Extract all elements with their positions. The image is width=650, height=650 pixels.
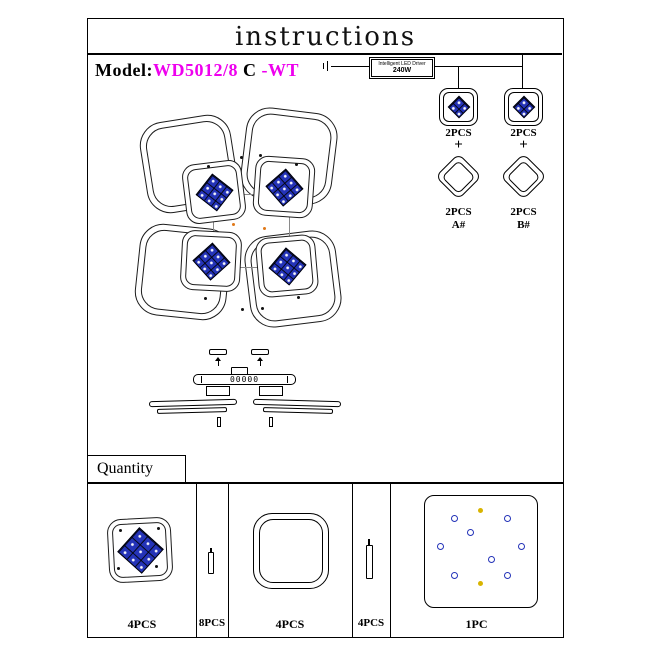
- diamond-a-code: A#: [451, 219, 466, 231]
- mounting-hole-icon: [488, 556, 495, 563]
- driver-name: Intelligent LED Driver: [378, 61, 426, 67]
- lamp-module-icon-a: [439, 88, 478, 126]
- screw-dot-icon: [204, 297, 207, 300]
- connector-line: [289, 194, 290, 268]
- crystal-icon: [191, 241, 231, 281]
- table-divider: [196, 483, 197, 638]
- driver-box-icon: Intelligent LED Driver 240W: [369, 57, 435, 79]
- screw-dot-icon: [240, 156, 243, 159]
- mount-bracket-icon: [251, 349, 269, 355]
- crystal-icon: [267, 246, 307, 286]
- page-title: instructions: [234, 22, 417, 52]
- model-line: Model:WD5012/8 C -WT: [95, 60, 299, 81]
- model-code: WD5012/8: [152, 60, 238, 80]
- plate-tick: [201, 376, 202, 383]
- arrow-stem: [260, 361, 261, 366]
- marker-dot-icon: [232, 223, 235, 226]
- part-square-ring-icon: [253, 513, 329, 589]
- input-wire: [331, 66, 369, 67]
- ceiling-plate-side-view: 00000: [193, 374, 296, 385]
- diamond-b-code: B#: [517, 219, 530, 231]
- pin-icon: [269, 417, 273, 427]
- crystal-icon: [264, 167, 304, 207]
- cell-quantity-label: 1PC: [465, 617, 488, 631]
- mounting-hole-icon: [518, 543, 525, 550]
- crystal-icon: [512, 95, 535, 119]
- diamond-a-quantity: 2PCS: [445, 206, 472, 218]
- model-suffix: -WT: [261, 60, 299, 80]
- diamond-b-quantity: 2PCS: [510, 206, 537, 218]
- screw-dot-icon: [261, 307, 264, 310]
- part-long-pin-icon: [366, 545, 373, 579]
- mounting-hole-icon: [504, 572, 511, 579]
- screw-dot-icon: [155, 565, 158, 568]
- model-code-mid: C: [237, 60, 262, 80]
- screw-dot-icon: [207, 165, 210, 168]
- table-divider: [352, 483, 353, 638]
- connector-line: [214, 194, 289, 195]
- driver-box-inner: Intelligent LED Driver 240W: [371, 59, 433, 77]
- crystal-module-icon: [254, 233, 320, 299]
- mounting-hole-icon: [467, 529, 474, 536]
- model-label: Model:: [95, 60, 153, 80]
- screw-dot-icon: [119, 529, 122, 532]
- table-top-line: [87, 482, 564, 484]
- stand-block-icon: [259, 386, 283, 396]
- screw-dot-icon: [157, 527, 160, 530]
- screw-dot-icon: [117, 567, 120, 570]
- output-wire-drop-a: [458, 66, 459, 88]
- mounting-hole-icon: [437, 543, 444, 550]
- mounting-hole-icon: [504, 515, 511, 522]
- pin-cap: [210, 548, 212, 552]
- arrow-up-icon: [257, 357, 263, 361]
- mounting-hole-icon: [451, 515, 458, 522]
- crystal-module-icon: [180, 158, 248, 226]
- screw-dot-icon: [259, 154, 262, 157]
- marker-dot-icon: [478, 508, 483, 513]
- header-divider: [88, 53, 562, 55]
- screw-dot-icon: [297, 296, 300, 299]
- quantity-header: Quantity: [87, 455, 186, 483]
- marker-dot-icon: [263, 227, 266, 230]
- crystal-module-icon: [179, 229, 243, 293]
- lamp-module-icon-b: [504, 88, 543, 126]
- part-short-pin-icon: [208, 552, 214, 574]
- crystal-icon: [447, 95, 470, 119]
- pin-cap: [368, 539, 370, 545]
- cell-quantity-label: 8PCS: [198, 617, 226, 629]
- stand-block-icon: [206, 386, 230, 396]
- part-mount-plate-icon: [424, 495, 538, 608]
- output-wire: [435, 66, 523, 67]
- table-divider: [228, 483, 229, 638]
- lamp-a-quantity: 2PCS: [445, 127, 472, 139]
- screw-dot-icon: [241, 308, 244, 311]
- marker-dot-icon: [478, 581, 483, 586]
- plus-sign: +: [454, 137, 463, 153]
- pin-icon: [217, 417, 221, 427]
- mount-bracket-icon: [209, 349, 227, 355]
- part-crystal-module-icon: [106, 516, 174, 584]
- crystal-module-icon: [251, 154, 317, 220]
- plus-sign: +: [519, 137, 528, 153]
- driver-power: 240W: [392, 67, 412, 74]
- plate-tick: [287, 376, 288, 383]
- lamp-b-quantity: 2PCS: [510, 127, 537, 139]
- plug-icon: [323, 63, 324, 69]
- mounting-hole-icon: [451, 572, 458, 579]
- cell-quantity-label: 4PCS: [275, 617, 305, 631]
- cell-quantity-label: 4PCS: [127, 617, 157, 631]
- arrow-up-icon: [215, 357, 221, 361]
- connector-line: [212, 267, 290, 268]
- arrow-stem: [218, 361, 219, 366]
- screw-dot-icon: [295, 163, 298, 166]
- table-divider: [390, 483, 391, 638]
- page-border: [87, 18, 564, 638]
- output-wire-drop-b: [522, 54, 523, 88]
- plug-icon: [327, 61, 328, 71]
- crystal-icon: [195, 173, 233, 211]
- cell-quantity-label: 4PCS: [357, 617, 385, 629]
